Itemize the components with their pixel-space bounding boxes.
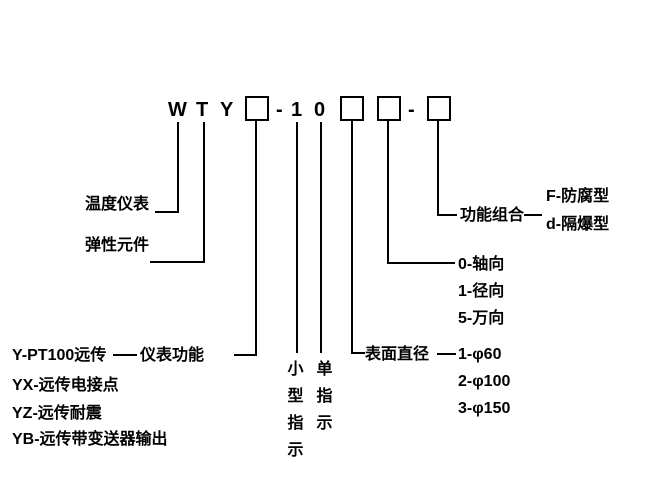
code-dash-1: - — [276, 99, 283, 121]
connector-line-combo-horizontal — [437, 214, 457, 216]
connector-line-orientation-horizontal — [387, 262, 455, 264]
connector-dash-function — [113, 354, 137, 356]
label-elastic-element: 弹性元件 — [85, 237, 150, 254]
code-box-orientation — [377, 96, 401, 121]
combo-option-d: d-隔爆型 — [546, 216, 610, 233]
connector-line-t-horizontal — [150, 261, 205, 263]
label-instrument-function: 仪表功能 — [140, 347, 205, 364]
connector-line-w — [177, 122, 179, 213]
label-surface-diameter: 表面直径 — [365, 346, 430, 363]
connector-line-function-horizontal — [234, 354, 257, 356]
orientation-option-0: 0-轴向 — [458, 256, 505, 273]
code-box-function — [245, 96, 269, 121]
connector-dash-diameter — [437, 353, 456, 355]
combo-option-f: F-防腐型 — [546, 188, 610, 205]
orientation-option-5: 5-万向 — [458, 310, 505, 327]
function-option-yx: YX-远传电接点 — [12, 377, 119, 394]
code-box-combo — [427, 96, 451, 121]
function-option-y: Y-PT100远传 — [12, 347, 107, 364]
connector-line-w-horizontal — [155, 211, 179, 213]
function-option-yz: YZ-远传耐震 — [12, 405, 102, 422]
diameter-option-2: 2-φ100 — [458, 373, 511, 390]
connector-line-combo — [437, 119, 439, 216]
connector-line-orientation — [387, 119, 389, 264]
connector-line-diameter — [351, 119, 353, 354]
connector-dash-combo — [524, 214, 542, 216]
connector-line-function — [255, 119, 257, 356]
code-box-diameter — [340, 96, 364, 121]
label-function-combo: 功能组合 — [460, 207, 525, 224]
code-dash-2: - — [408, 99, 415, 121]
connector-line-t — [203, 122, 205, 263]
label-temperature-instrument: 温度仪表 — [85, 196, 150, 213]
code-letter-t: T — [196, 99, 209, 121]
vertical-label-small-type-indicator: 小型指示 — [287, 361, 304, 459]
connector-line-small-indicator — [296, 122, 298, 353]
orientation-option-1: 1-径向 — [458, 283, 505, 300]
code-digit-0: 0 — [314, 99, 326, 121]
diameter-option-1: 1-φ60 — [458, 346, 502, 363]
connector-line-diameter-horizontal — [351, 352, 365, 354]
code-letter-y: Y — [220, 99, 234, 121]
diameter-option-3: 3-φ150 — [458, 400, 511, 417]
function-option-yb: YB-远传带变送器输出 — [12, 431, 168, 448]
connector-line-single-indicator — [320, 122, 322, 353]
vertical-label-single-indicator: 单指示 — [316, 361, 333, 432]
code-letter-w: W — [168, 99, 187, 121]
code-digit-1: 1 — [291, 99, 303, 121]
